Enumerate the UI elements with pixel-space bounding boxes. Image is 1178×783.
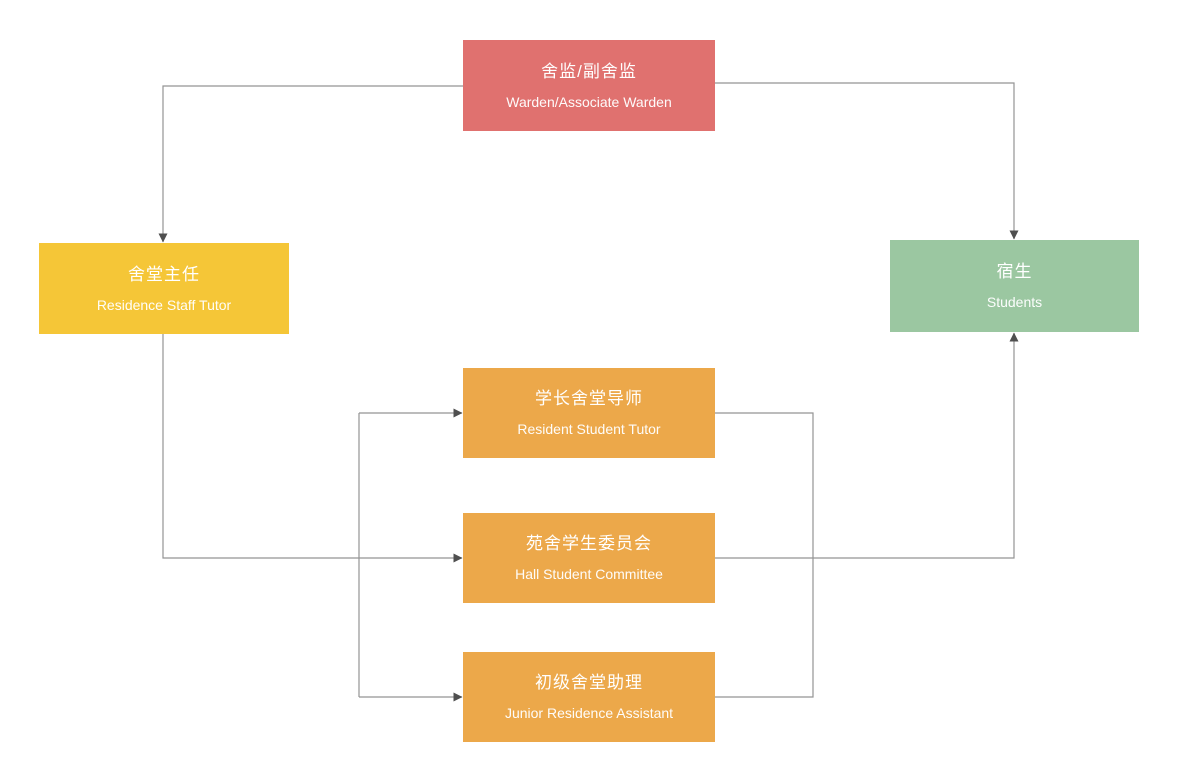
node-warden: 舍监/副舍监 Warden/Associate Warden [463,40,715,131]
node-junior-residence-assistant-title-en: Junior Residence Assistant [504,705,674,721]
edge-hall-student-committee-to-students [715,332,1019,559]
edge-warden-to-residence-staff-tutor [158,85,463,243]
node-hall-student-committee-title-en: Hall Student Committee [515,566,663,582]
node-residence-staff-tutor-title-en: Residence Staff Tutor [96,296,232,313]
node-junior-residence-assistant: 初级舍堂助理 Junior Residence Assistant [463,652,715,742]
node-residence-staff-tutor: 舍堂主任 Residence Staff Tutor [39,243,289,334]
node-hall-student-committee-title-zh: 苑舍学生委员会 [526,534,652,553]
edge-tutor-and-assistant-merge-right [715,412,814,698]
node-students-title-zh: 宿生 [996,262,1033,281]
node-warden-title-zh: 舍监/副舍监 [541,61,637,81]
node-resident-student-tutor: 学长舍堂导师 Resident Student Tutor [463,368,715,458]
node-junior-residence-assistant-title-zh: 初级舍堂助理 [535,673,643,692]
node-students: 宿生 Students [890,240,1139,332]
node-resident-student-tutor-title-zh: 学长舍堂导师 [535,389,643,408]
node-students-title-en: Students [986,294,1043,310]
node-hall-student-committee: 苑舍学生委员会 Hall Student Committee [463,513,715,603]
node-warden-title-en: Warden/Associate Warden [506,93,672,110]
node-resident-student-tutor-title-en: Resident Student Tutor [517,421,661,437]
edge-warden-to-students [715,82,1019,240]
node-residence-staff-tutor-title-zh: 舍堂主任 [128,264,200,284]
edge-residence-staff-tutor-to-hall-student-committee [162,334,463,563]
